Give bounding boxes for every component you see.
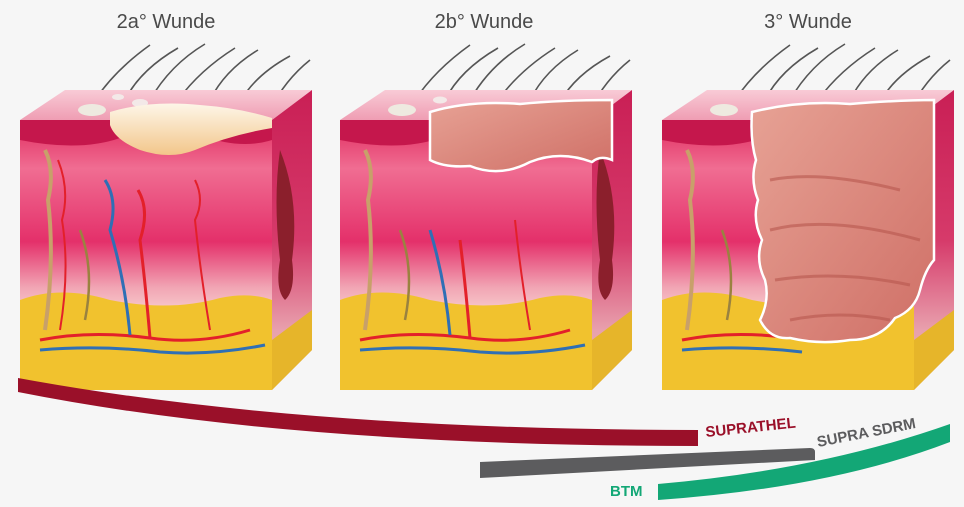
- wound-title-3: 3° Wunde: [764, 11, 852, 33]
- skin-block-2a: [20, 44, 312, 390]
- skin-block-2b: [340, 44, 632, 390]
- wound-title-2a: 2a° Wunde: [117, 11, 216, 33]
- suprathel-label: SUPRATHEL: [705, 415, 797, 441]
- btm-label: BTM: [610, 483, 643, 500]
- wound-title-2b: 2b° Wunde: [435, 11, 534, 33]
- wound-2b: [430, 100, 612, 171]
- wound-3: [752, 100, 935, 342]
- skin-block-3: [662, 44, 954, 390]
